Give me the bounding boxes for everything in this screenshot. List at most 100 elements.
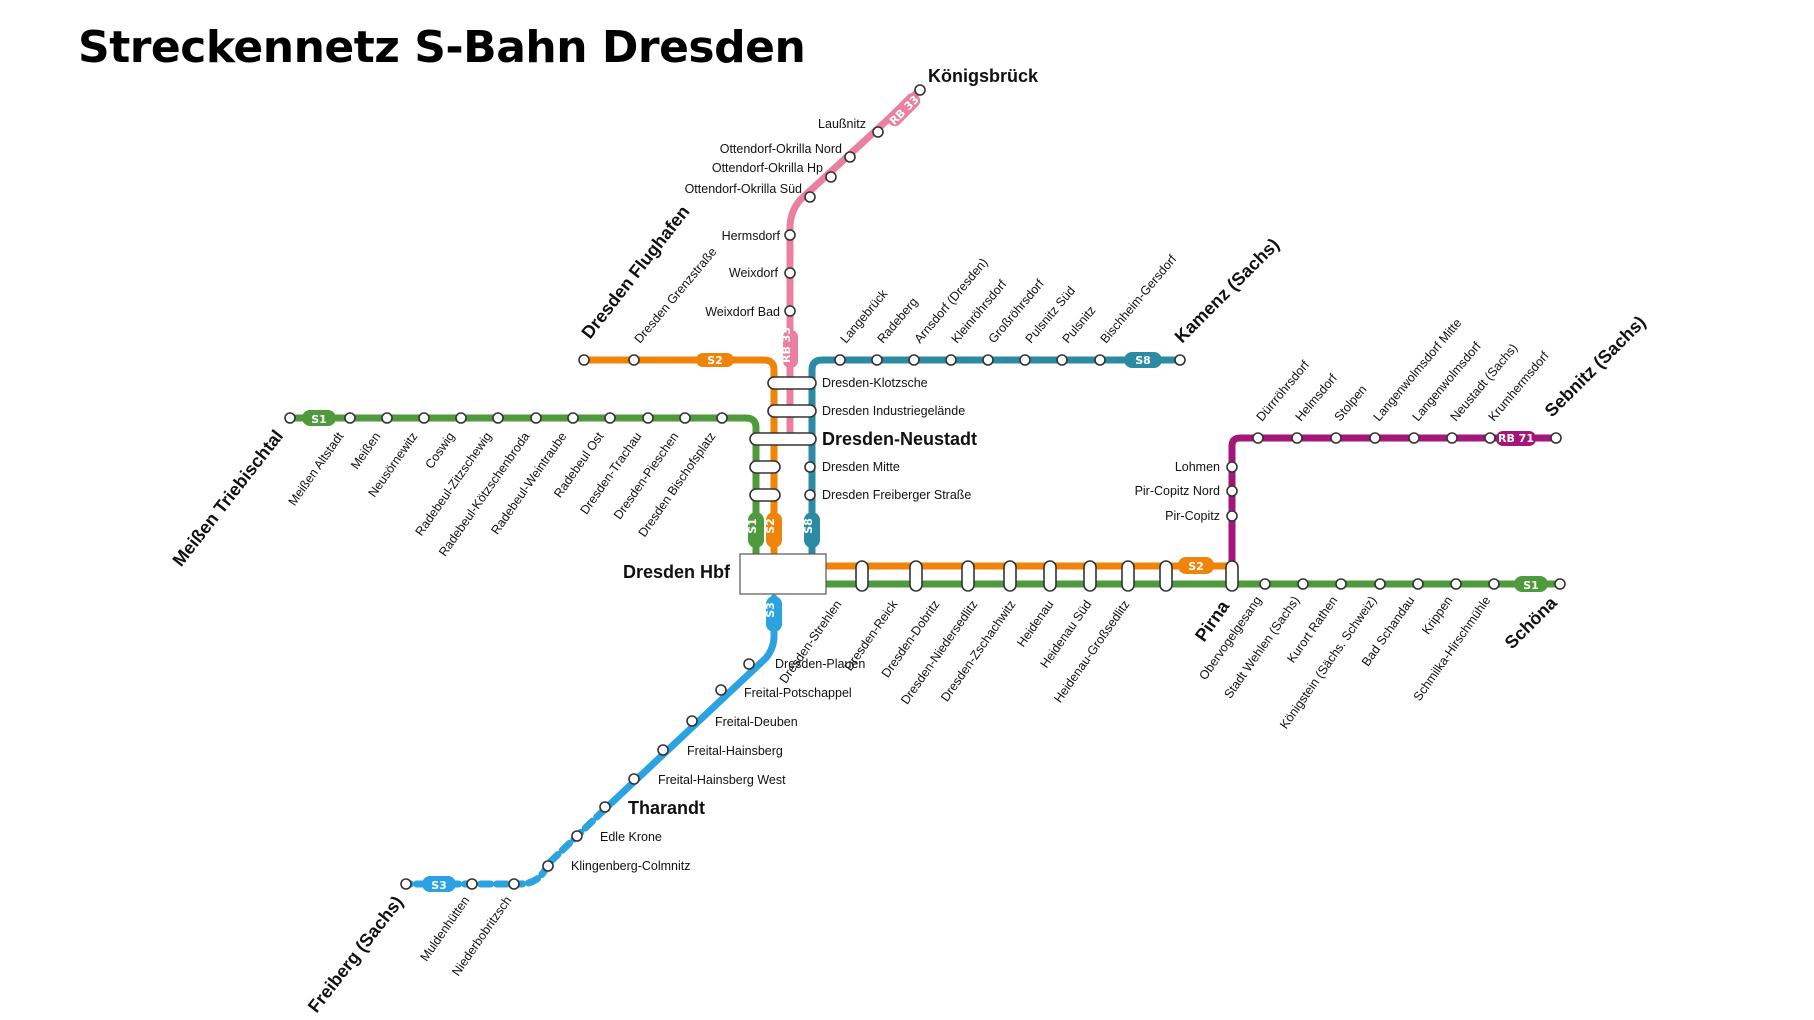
stop-marker[interactable] <box>982 354 994 366</box>
station-okrilla-nord[interactable]: Ottendorf-Okrilla Nord <box>720 142 856 163</box>
stop-marker[interactable] <box>628 773 640 785</box>
stop-marker[interactable] <box>604 412 616 424</box>
stop-marker[interactable] <box>1484 432 1496 444</box>
station-krippen[interactable]: Krippen <box>1419 578 1462 637</box>
stop-marker[interactable] <box>1374 578 1386 590</box>
station-freiberg[interactable]: Freiberg (Sachs) <box>304 878 412 1016</box>
stop-marker[interactable] <box>344 412 356 424</box>
station-neusoernewitz[interactable]: Neusörnewitz <box>366 412 430 500</box>
stop-marker[interactable] <box>628 354 640 366</box>
stop-marker[interactable] <box>466 878 478 890</box>
stop-marker[interactable] <box>844 151 856 163</box>
stop-marker[interactable] <box>642 412 654 424</box>
station-marker-pirna[interactable] <box>1225 560 1239 592</box>
stop-marker[interactable] <box>784 229 796 241</box>
stop-marker[interactable] <box>914 84 926 96</box>
stop-marker[interactable] <box>804 489 816 501</box>
stop-marker[interactable] <box>679 412 691 424</box>
station-pulsnitz[interactable]: Pulsnitz <box>1056 303 1098 366</box>
stop-marker[interactable] <box>804 461 816 473</box>
station-bischheim[interactable]: Bischheim-Gersdorf <box>1094 252 1180 366</box>
stop-marker[interactable] <box>872 126 884 138</box>
station-copitz[interactable]: Pir-Copitz <box>1165 509 1238 523</box>
station-zschachwitz[interactable]: Dresden-Zschachwitz <box>938 598 1018 704</box>
stop-marker[interactable] <box>908 354 920 366</box>
stop-marker[interactable] <box>455 412 467 424</box>
stop-marker[interactable] <box>834 354 846 366</box>
station-weixdorf-bad[interactable]: Weixdorf Bad <box>705 305 796 319</box>
stop-marker[interactable] <box>784 305 796 317</box>
station-plauen[interactable]: Dresden-Plauen <box>743 657 865 671</box>
station-hermsdorf[interactable]: Hermsdorf <box>722 229 796 243</box>
stop-marker[interactable] <box>418 412 430 424</box>
station-triebischtal[interactable]: Meißen Triebischtal <box>169 412 296 570</box>
station-okrilla-hp[interactable]: Ottendorf-Okrilla Hp <box>712 161 837 183</box>
station-klotzsche[interactable]: Dresden-Klotzsche <box>822 376 928 390</box>
station-meissen-altstadt[interactable]: Meißen Altstadt <box>286 412 356 508</box>
station-freiberger[interactable]: Dresden Freiberger Straße <box>804 488 971 502</box>
stop-marker[interactable] <box>542 860 554 872</box>
station-neustadt[interactable]: Dresden-Neustadt <box>822 429 977 449</box>
station-okrilla-sued[interactable]: Ottendorf-Okrilla Süd <box>685 182 816 203</box>
stop-marker[interactable] <box>1369 432 1381 444</box>
station-laussnitz[interactable]: Laußnitz <box>818 117 884 138</box>
station-duerrroehrsdorf[interactable]: Dürrröhrsdorf <box>1252 358 1312 444</box>
trunk-stop-marker[interactable] <box>1121 560 1135 592</box>
stop-marker[interactable] <box>1226 485 1238 497</box>
station-hainsberg[interactable]: Freital-Hainsberg <box>657 744 783 758</box>
stop-marker[interactable] <box>1554 578 1566 590</box>
station-marker-hbf[interactable] <box>739 553 827 595</box>
trunk-stop-marker[interactable] <box>1159 560 1173 592</box>
stop-marker[interactable] <box>1259 578 1271 590</box>
station-langebrueck[interactable]: Langebrück <box>834 286 891 366</box>
stop-marker[interactable] <box>716 412 728 424</box>
station-trachau[interactable]: Dresden-Trachau <box>577 412 654 517</box>
station-sebnitz[interactable]: Sebnitz (Sachs) <box>1541 312 1650 444</box>
station-weixdorf[interactable]: Weixdorf <box>729 266 796 280</box>
stop-marker[interactable] <box>567 412 579 424</box>
trunk-stop-marker[interactable] <box>1043 560 1057 592</box>
line-s1-west[interactable] <box>286 414 760 562</box>
station-hainsberg-west[interactable]: Freital-Hainsberg West <box>628 773 786 787</box>
station-potschappel[interactable]: Freital-Potschappel <box>715 684 852 700</box>
stop-marker[interactable] <box>1174 354 1186 366</box>
station-tharandt[interactable]: Tharandt <box>599 798 705 818</box>
stop-marker[interactable] <box>1226 510 1238 522</box>
stop-marker[interactable] <box>1252 432 1264 444</box>
stop-marker[interactable] <box>599 801 611 813</box>
stop-marker[interactable] <box>1335 578 1347 590</box>
stop-marker[interactable] <box>945 354 957 366</box>
line-rb33[interactable] <box>786 86 924 436</box>
stop-marker[interactable] <box>508 878 520 890</box>
station-stolpen[interactable]: Stolpen <box>1330 382 1370 444</box>
stop-marker[interactable] <box>1408 432 1420 444</box>
stop-marker[interactable] <box>1094 354 1106 366</box>
line-rb71[interactable] <box>1228 434 1560 578</box>
station-copitz-nord[interactable]: Pir-Copitz Nord <box>1135 484 1238 498</box>
station-strehlen[interactable]: Dresden-Strehlen <box>777 598 845 686</box>
station-lohmen[interactable]: Lohmen <box>1175 460 1238 474</box>
stop-marker[interactable] <box>400 878 412 890</box>
trunk-stop-marker[interactable] <box>855 560 869 592</box>
trunk-stop-marker[interactable] <box>1003 560 1017 592</box>
station-marker-industrie[interactable] <box>767 404 817 418</box>
station-grosssedlitz[interactable]: Heidenau-Großsedlitz <box>1051 598 1132 706</box>
stop-marker[interactable] <box>1550 432 1562 444</box>
trunk-stop-marker[interactable] <box>1083 560 1097 592</box>
stop-marker[interactable] <box>804 191 816 203</box>
trunk-stop-marker[interactable] <box>909 560 923 592</box>
stop-marker[interactable] <box>1450 578 1462 590</box>
station-marker-klotzsche[interactable] <box>767 376 817 390</box>
station-industrie[interactable]: Dresden Industriegelände <box>822 404 965 418</box>
station-klingenberg[interactable]: Klingenberg-Colmnitz <box>542 859 691 873</box>
station-bad-schandau[interactable]: Bad Schandau <box>1359 578 1424 669</box>
station-heidenau[interactable]: Heidenau <box>1014 598 1056 650</box>
stop-marker[interactable] <box>381 412 393 424</box>
station-koenigsbrueck[interactable]: Königsbrück <box>914 66 1039 96</box>
stop-marker[interactable] <box>715 684 727 696</box>
stop-marker[interactable] <box>1291 432 1303 444</box>
station-schmilka[interactable]: Schmilka-Hirschmühle <box>1411 578 1500 704</box>
stop-marker[interactable] <box>825 171 837 183</box>
stop-marker[interactable] <box>1297 578 1309 590</box>
stop-marker[interactable] <box>1019 354 1031 366</box>
